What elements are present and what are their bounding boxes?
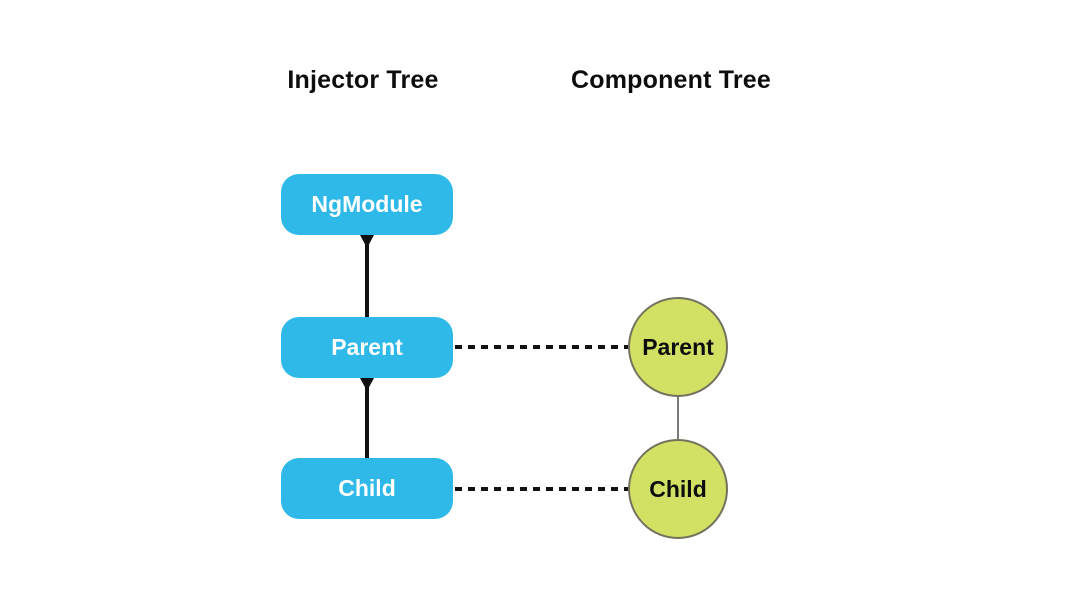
connector-ngmodule-parent-line: [365, 235, 369, 317]
injector-node-ngmodule: NgModule: [281, 174, 453, 235]
component-node-child: Child: [628, 439, 728, 539]
component-tree-title: Component Tree: [570, 66, 772, 94]
component-node-parent: Parent: [628, 297, 728, 397]
component-node-parent-label: Parent: [642, 333, 714, 360]
injector-tree-title: Injector Tree: [287, 66, 439, 94]
dashed-connector-parent: [455, 345, 628, 349]
arrowhead-down-icon: [360, 235, 374, 248]
injector-node-ngmodule-label: NgModule: [311, 191, 423, 217]
component-node-child-label: Child: [649, 475, 707, 502]
injector-node-child-label: Child: [338, 475, 396, 501]
connector-component-parent-child-line: [677, 397, 679, 439]
injector-node-child: Child: [281, 458, 453, 519]
connector-parent-child-line: [365, 378, 369, 458]
injector-node-parent: Parent: [281, 317, 453, 378]
arrowhead-down-icon: [360, 378, 374, 391]
injector-node-parent-label: Parent: [331, 334, 403, 360]
dashed-connector-child: [455, 487, 628, 491]
